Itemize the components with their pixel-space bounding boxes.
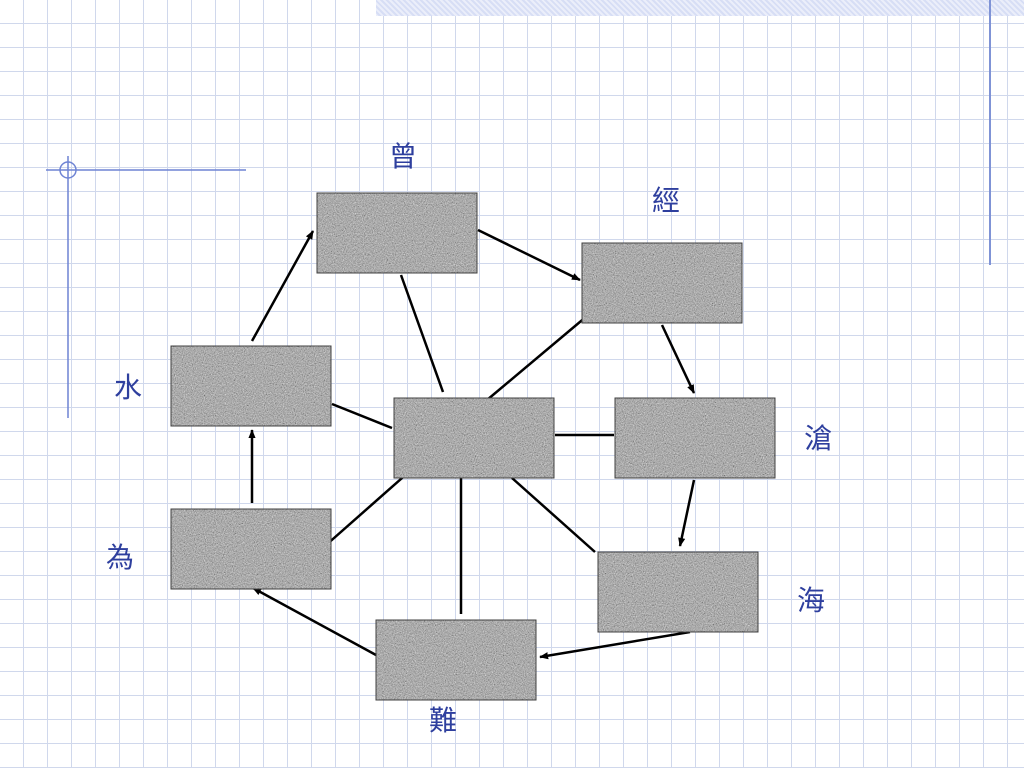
node-box-center: [393, 397, 555, 479]
label-wei: 為: [106, 541, 135, 574]
label-zeng: 曾: [389, 140, 418, 173]
right-vertical-rule: [989, 0, 991, 265]
circle-cross-ornament-icon: [46, 156, 246, 418]
node-box-wei: [170, 508, 332, 590]
edge-shui-to-zeng: [250, 230, 315, 342]
node-box-zeng: [316, 192, 478, 274]
edge-center-to-jing: [486, 315, 588, 401]
edge-center-to-wei: [324, 470, 411, 547]
label-nan: 難: [429, 704, 458, 737]
node-box-jing: [581, 242, 743, 324]
edge-cang-to-hai: [678, 479, 696, 547]
edge-hai-to-nan: [539, 630, 691, 660]
edge-center-to-zeng: [399, 274, 445, 393]
label-jing: 經: [652, 184, 681, 217]
node-box-nan: [375, 619, 537, 701]
node-box-hai: [597, 551, 759, 633]
edge-jing-to-cang: [660, 324, 696, 394]
edge-center-to-hai: [511, 477, 596, 553]
node-box-cang: [614, 397, 776, 479]
node-box-shui: [170, 345, 332, 427]
edge-center-to-shui: [331, 402, 393, 430]
edge-nan-to-wei: [252, 586, 377, 657]
label-shui: 水: [114, 371, 143, 404]
edge-zeng-to-jing: [477, 228, 581, 282]
top-decorative-band: [376, 0, 1024, 16]
label-cang: 滄: [804, 422, 833, 455]
label-hai: 海: [797, 584, 826, 617]
